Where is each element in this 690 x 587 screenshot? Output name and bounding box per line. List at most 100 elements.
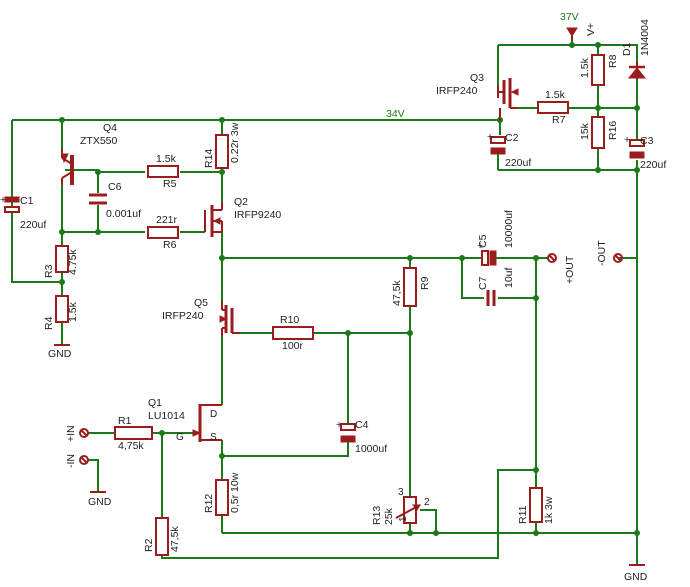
svg-text:47,5k: 47,5k (391, 280, 403, 306)
gnd-symbol-right: GND (624, 564, 648, 583)
in-minus-wire (88, 459, 99, 492)
svg-text:R1: R1 (118, 415, 132, 427)
svg-text:R5: R5 (163, 178, 177, 190)
svg-text:1000uf: 1000uf (355, 443, 387, 455)
svg-text:C2: C2 (505, 132, 519, 144)
svg-text:Q3: Q3 (470, 72, 484, 84)
svg-text:10000uf: 10000uf (503, 210, 515, 248)
svg-text:1.5k: 1.5k (579, 57, 591, 78)
svg-text:GND: GND (88, 496, 112, 508)
junction-dot (533, 530, 539, 536)
junction-dot (219, 169, 225, 175)
c2-capacitor: + C2 220uf (487, 131, 531, 169)
svg-text:1: 1 (398, 516, 409, 522)
svg-text:221r: 221r (156, 214, 178, 226)
svg-text:R16: R16 (607, 121, 619, 140)
svg-text:R4: R4 (43, 316, 55, 330)
out-minus-label: -OUT (596, 240, 608, 266)
c4-bottom-wire (222, 446, 349, 457)
junction-dot (159, 430, 165, 436)
wires (11, 40, 638, 565)
svg-text:C5: C5 (477, 234, 489, 248)
svg-text:4,75k: 4,75k (118, 440, 144, 452)
svg-text:100r: 100r (282, 340, 304, 352)
svg-text:IRFP9240: IRFP9240 (234, 209, 281, 221)
q2-mosfet: Q2 IRFP9240 (204, 196, 281, 237)
in-minus-terminal[interactable]: -IN (65, 454, 89, 468)
q3-drain-wire (497, 45, 511, 85)
in-plus-terminal[interactable]: +IN (65, 425, 89, 442)
svg-text:R3: R3 (43, 264, 55, 278)
q4-transistor: Q4 ZTX550 (61, 122, 118, 185)
svg-text:1N4004: 1N4004 (639, 19, 651, 56)
junction-dot (533, 255, 539, 261)
svg-text:D1: D1 (621, 42, 633, 56)
junction-dot (95, 169, 101, 175)
svg-text:R10: R10 (280, 314, 299, 326)
r6-resistor: 221r R6 (147, 214, 179, 251)
r8-resistor: 1.5k R8 (579, 54, 619, 86)
out-plus-label: +OUT (564, 255, 576, 284)
svg-text:Q2: Q2 (234, 196, 248, 208)
c5-capacitor: + C5 10000uf (477, 210, 515, 266)
gnd-symbol-r4: GND (48, 344, 72, 360)
junction-dot (433, 530, 439, 536)
gnd-symbol-input: GND (88, 491, 112, 508)
svg-text:10uf: 10uf (503, 267, 515, 288)
svg-text:S: S (210, 432, 217, 443)
svg-text:R13: R13 (371, 506, 383, 525)
r13-potentiometer: 3 2 1 R13 25k (371, 487, 430, 525)
r5-resistor: 1.5k R5 (147, 153, 179, 190)
c7-capacitor: C7 10uf (477, 267, 515, 306)
svg-text:220uf: 220uf (20, 219, 46, 231)
junction-dot (219, 117, 225, 123)
q3-mosfet: Q3 IRFP240 (436, 72, 519, 120)
svg-text:0,5r 10w: 0,5r 10w (229, 472, 241, 513)
junction-dot (407, 530, 413, 536)
svg-text:GND: GND (624, 571, 648, 583)
v37-top-rail (498, 44, 638, 62)
r3-resistor: R3 4.75k (43, 245, 79, 278)
junction-dot (95, 229, 101, 235)
r13-wiper-wire (420, 509, 437, 533)
svg-text:220uf: 220uf (505, 157, 531, 169)
c3-capacitor: + C3 220uf (624, 134, 666, 171)
svg-text:0.001uf: 0.001uf (106, 208, 141, 220)
svg-text:+: + (477, 240, 483, 252)
q1-jfet: D S G Q1 LU1014 (148, 397, 222, 443)
d1-diode: D1 1N4004 (621, 19, 651, 80)
junction-dot (595, 105, 601, 111)
svg-text:R6: R6 (163, 239, 177, 251)
r10-resistor: R10 100r (272, 314, 314, 352)
q5-mosfet: Q5 IRFP240 (162, 297, 240, 336)
svg-text:4.75k: 4.75k (67, 249, 79, 275)
svg-text:R9: R9 (419, 276, 431, 290)
svg-text:D: D (210, 409, 217, 420)
svg-text:C3: C3 (640, 135, 654, 147)
out-plus-terminal[interactable]: +OUT (547, 253, 576, 284)
svg-text:47,5k: 47,5k (169, 526, 181, 552)
junction-dot (595, 167, 601, 173)
svg-text:Q5: Q5 (194, 297, 208, 309)
svg-text:+: + (487, 131, 493, 143)
junction-dot (407, 255, 413, 261)
svg-text:0.22r 3w: 0.22r 3w (229, 122, 241, 163)
svg-text:ZTX550: ZTX550 (80, 135, 118, 147)
c1-capacitor: C1 220uf + (0, 194, 46, 231)
svg-text:R7: R7 (552, 114, 566, 126)
svg-text:LU1014: LU1014 (148, 410, 185, 422)
r16-resistor: 15k R16 (579, 116, 619, 149)
junction-dot (345, 330, 351, 336)
svg-text:G: G (176, 432, 184, 443)
out-minus-terminal[interactable]: -OUT (596, 240, 623, 266)
r2-return-wire (161, 433, 536, 559)
junction-dot (634, 105, 640, 111)
svg-text:1.5k: 1.5k (545, 89, 566, 101)
svg-text:+: + (336, 419, 342, 431)
svg-text:+: + (624, 134, 630, 146)
svg-text:1.5k: 1.5k (67, 301, 79, 322)
rail-34v-label: 34V (386, 108, 405, 120)
r7-resistor: 1.5k R7 (537, 89, 569, 126)
svg-text:Q4: Q4 (103, 122, 117, 134)
